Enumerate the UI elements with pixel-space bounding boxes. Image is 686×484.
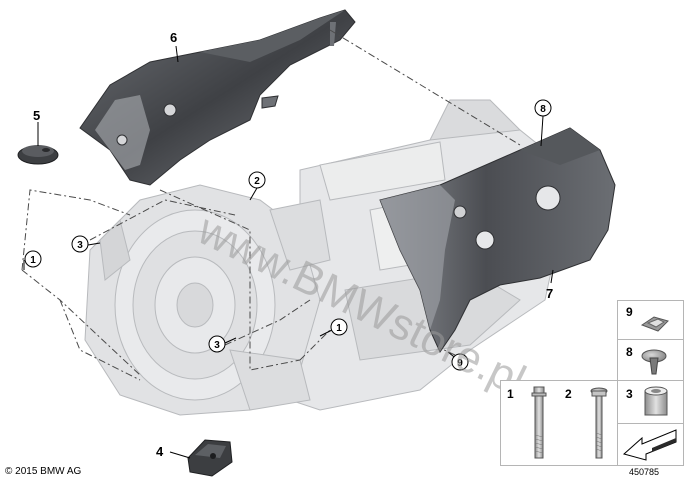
callout-5: 5	[33, 108, 40, 123]
callout-8-label: 8	[540, 104, 546, 115]
callout-1-right: 1	[330, 318, 348, 336]
legend-panel-sleeve: 3	[617, 380, 684, 424]
callout-7: 7	[546, 286, 553, 301]
bolt-icons	[531, 386, 608, 459]
solid-leaders	[23, 45, 554, 459]
callout-3-lower: 3	[208, 335, 226, 353]
rubber-mount-lower[interactable]	[187, 439, 233, 477]
expanding-rivet-icon	[641, 349, 667, 375]
callout-9-label: 9	[457, 358, 463, 369]
legend-panel-clip-8: 8	[617, 339, 684, 381]
callout-3-lower-label: 3	[214, 340, 220, 351]
legend-panel-clip: 9	[617, 300, 684, 340]
legend-label-8: 8	[626, 345, 633, 359]
callout-3-upper: 3	[71, 235, 89, 253]
legend-label-2: 2	[565, 387, 572, 401]
clip-nut-icon	[640, 316, 669, 332]
legend-label-9: 9	[626, 305, 633, 319]
legend-label-3: 3	[626, 387, 633, 401]
legend-panel-arrow	[617, 423, 684, 466]
spacer-sleeve-icon	[644, 386, 668, 416]
callout-1-left-label: 1	[30, 255, 36, 266]
callout-8: 8	[534, 99, 552, 117]
callout-2: 2	[248, 171, 266, 189]
heat-shield-rear[interactable]	[379, 127, 616, 354]
bolt-2-icon	[590, 387, 608, 459]
callout-3-upper-label: 3	[77, 240, 83, 251]
legend-panel-bolts: 1 2	[500, 380, 618, 466]
callout-1-right-label: 1	[336, 323, 342, 334]
callout-9: 9	[451, 353, 469, 371]
legend-label-1: 1	[507, 387, 514, 401]
callout-6: 6	[170, 30, 177, 45]
rubber-mount-upper[interactable]	[17, 145, 59, 165]
direction-arrow-icon	[622, 429, 677, 461]
bolt-1-icon	[531, 386, 547, 459]
diagram-id: 450785	[629, 467, 660, 477]
callout-1-left: 1	[24, 250, 42, 268]
callout-2-label: 2	[254, 176, 260, 187]
heat-shield-top[interactable]	[79, 9, 356, 186]
callout-4: 4	[156, 444, 164, 459]
copyright-notice: © 2015 BMW AG	[5, 466, 82, 477]
leader-lines	[21, 29, 521, 381]
